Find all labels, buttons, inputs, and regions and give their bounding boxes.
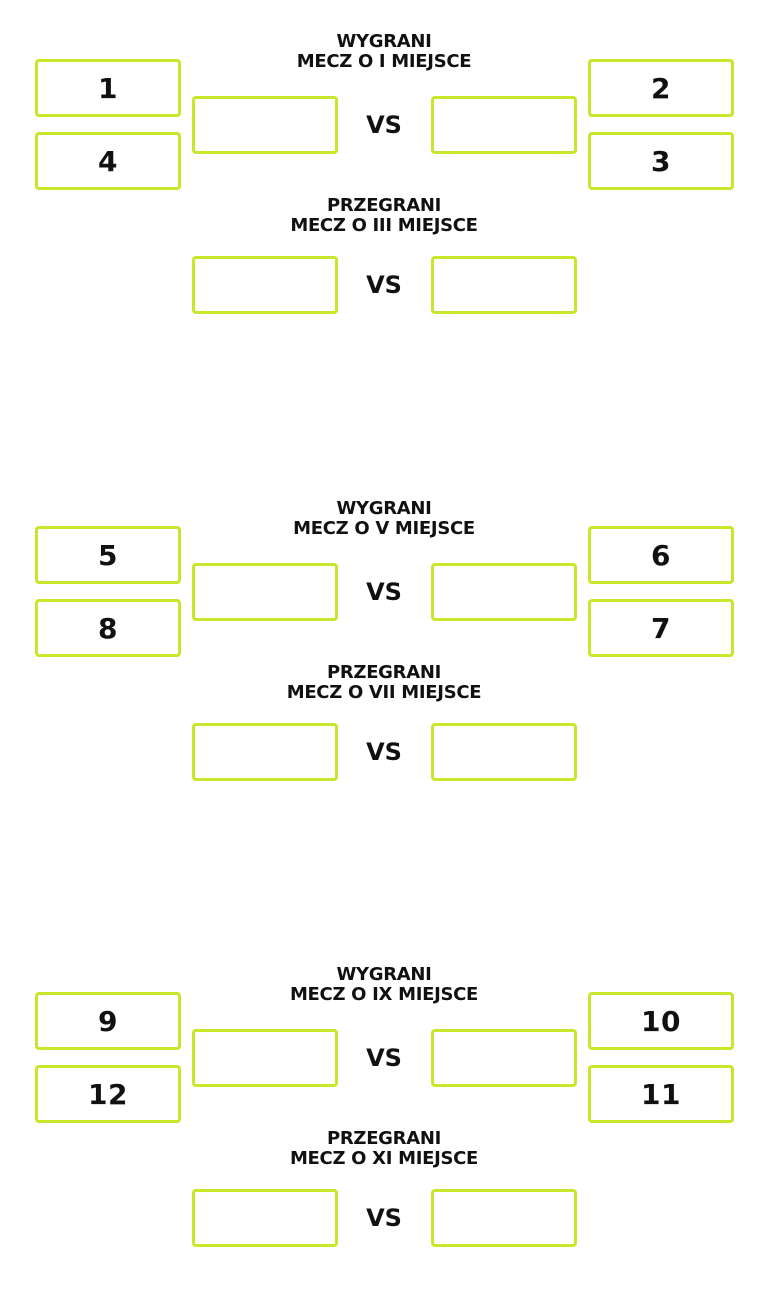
vs-label: VS xyxy=(366,738,402,766)
loser-slot-left[interactable] xyxy=(192,256,338,314)
seed-box: 7 xyxy=(588,599,734,657)
seed-box: 11 xyxy=(588,1065,734,1123)
loser-slot-left[interactable] xyxy=(192,723,338,781)
winners-heading: WYGRANI MECZ O I MIEJSCE xyxy=(234,32,534,72)
losers-title: PRZEGRANI xyxy=(326,1128,442,1149)
winners-heading: WYGRANI MECZ O IX MIEJSCE xyxy=(234,965,534,1005)
seed-box: 4 xyxy=(35,132,181,190)
winner-slot-left[interactable] xyxy=(192,1029,338,1087)
winner-slot-left[interactable] xyxy=(192,563,338,621)
winners-title: WYGRANI xyxy=(336,31,432,52)
losers-subtitle: MECZ O VII MIEJSCE xyxy=(286,682,482,703)
seed-box: 10 xyxy=(588,992,734,1050)
seed-box: 2 xyxy=(588,59,734,117)
losers-heading: PRZEGRANI MECZ O XI MIEJSCE xyxy=(234,1129,534,1169)
winners-title: WYGRANI xyxy=(336,964,432,985)
seed-box: 5 xyxy=(35,526,181,584)
seed-box: 9 xyxy=(35,992,181,1050)
losers-subtitle: MECZ O XI MIEJSCE xyxy=(289,1148,479,1169)
vs-label: VS xyxy=(366,578,402,606)
winners-subtitle: MECZ O I MIEJSCE xyxy=(296,51,472,72)
seed-box: 8 xyxy=(35,599,181,657)
bracket-1: WYGRANI MECZ O I MIEJSCE 1 4 2 3 VS PRZE… xyxy=(0,32,768,319)
winner-slot-right[interactable] xyxy=(431,1029,577,1087)
vs-label: VS xyxy=(366,1204,402,1232)
winner-slot-right[interactable] xyxy=(431,563,577,621)
loser-slot-right[interactable] xyxy=(431,1189,577,1247)
losers-title: PRZEGRANI xyxy=(326,195,442,216)
vs-label: VS xyxy=(366,1044,402,1072)
winner-slot-right[interactable] xyxy=(431,96,577,154)
seed-box: 6 xyxy=(588,526,734,584)
loser-slot-left[interactable] xyxy=(192,1189,338,1247)
losers-subtitle: MECZ O III MIEJSCE xyxy=(290,215,478,236)
seed-box: 1 xyxy=(35,59,181,117)
losers-heading: PRZEGRANI MECZ O VII MIEJSCE xyxy=(234,663,534,703)
seed-box: 3 xyxy=(588,132,734,190)
bracket-2: WYGRANI MECZ O V MIEJSCE 5 8 6 7 VS PRZE… xyxy=(0,499,768,786)
winners-subtitle: MECZ O IX MIEJSCE xyxy=(289,984,479,1005)
seed-box: 12 xyxy=(35,1065,181,1123)
vs-label: VS xyxy=(366,111,402,139)
loser-slot-right[interactable] xyxy=(431,256,577,314)
vs-label: VS xyxy=(366,271,402,299)
winners-title: WYGRANI xyxy=(336,498,432,519)
winner-slot-left[interactable] xyxy=(192,96,338,154)
losers-heading: PRZEGRANI MECZ O III MIEJSCE xyxy=(234,196,534,236)
bracket-3: WYGRANI MECZ O IX MIEJSCE 9 12 10 11 VS … xyxy=(0,965,768,1252)
winners-heading: WYGRANI MECZ O V MIEJSCE xyxy=(234,499,534,539)
winners-subtitle: MECZ O V MIEJSCE xyxy=(293,518,475,539)
loser-slot-right[interactable] xyxy=(431,723,577,781)
losers-title: PRZEGRANI xyxy=(326,662,442,683)
